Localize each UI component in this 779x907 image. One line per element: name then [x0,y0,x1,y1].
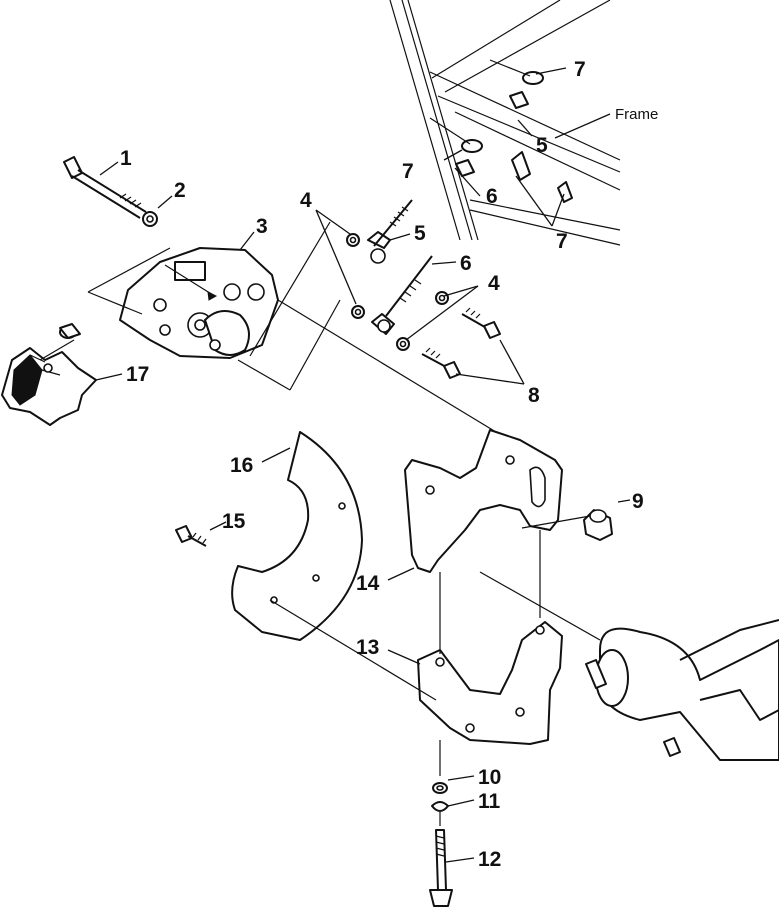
callout-4-right: 4 [488,272,500,295]
frame-mount-hardware [429,59,573,203]
pin-17 [59,323,81,339]
brake-pad-17 [1,347,97,426]
axle-housing [585,619,779,761]
callout-15: 15 [222,510,246,533]
caliper-3 [119,247,279,359]
callout-5-upper: 5 [536,134,548,157]
washers-4 [346,233,449,351]
callout-16: 16 [230,454,253,477]
brake-disc-16 [231,431,363,641]
callout-1: 1 [120,147,132,170]
callout-8: 8 [528,384,540,407]
bracket-14 [404,429,563,573]
brake-rod-5 [367,199,413,264]
callout-7-top: 7 [574,58,586,81]
callout-17: 17 [126,363,149,386]
frame-structure [389,0,621,246]
explode-lines [39,221,601,826]
callout-11: 11 [478,790,501,813]
callout-7-middle: 7 [402,160,414,183]
callout-14: 14 [356,572,380,595]
bolt-15 [175,525,207,547]
callout-12: 12 [478,848,501,871]
frame-label: Frame [615,106,658,123]
callout-13: 13 [356,636,379,659]
callout-3: 3 [256,215,268,238]
bolt-12 [429,829,453,907]
callout-7-bottom: 7 [556,230,568,253]
callout-10: 10 [478,766,501,789]
bolt-1 [63,156,147,219]
callout-9: 9 [632,490,644,513]
spacer-9 [583,509,613,541]
callout-5-lower: 5 [414,222,426,245]
leader-lines [95,67,631,863]
lockwasher-11 [431,801,449,812]
callout-4-left: 4 [300,189,312,212]
bracket-13 [417,621,563,745]
callout-labels: 1 2 3 4 4 5 5 6 6 7 7 7 8 9 10 11 12 13 … [120,58,644,871]
brake-rod-6 [371,255,433,335]
callout-6-lower: 6 [460,252,472,275]
callout-6-upper: 6 [486,185,498,208]
callout-2: 2 [174,179,186,202]
